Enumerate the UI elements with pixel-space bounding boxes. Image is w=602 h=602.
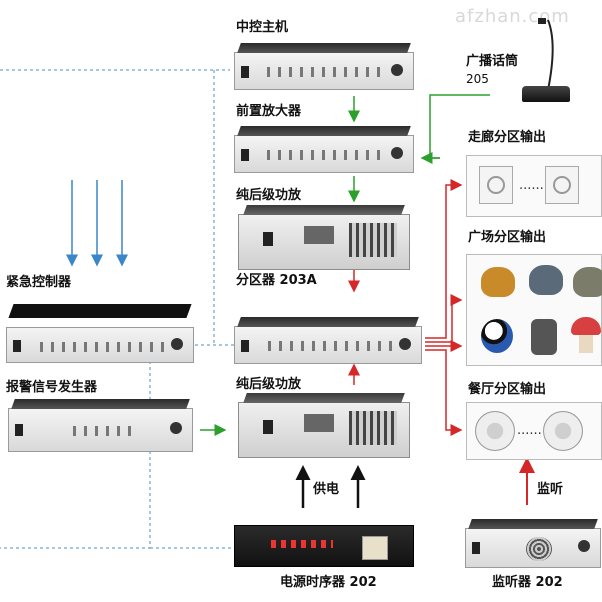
alarm-generator-label: 报警信号发生器 (6, 380, 98, 395)
dots: ...... (517, 423, 542, 438)
preamplifier-label: 前置放大器 (236, 104, 302, 119)
lantern-speaker-icon (531, 319, 557, 355)
mushroom-speaker-icon (571, 317, 601, 335)
microphone-base-icon (522, 86, 570, 102)
rock-speaker-icon (481, 267, 515, 297)
broadcast-mic-label: 广播话筒 (466, 54, 519, 69)
emergency-controller-label: 紧急控制器 (6, 275, 72, 290)
panda-speaker-icon (481, 319, 513, 353)
mushroom-stem-icon (579, 335, 593, 353)
zoner-label: 分区器 203A (236, 273, 317, 288)
rock-speaker-icon (529, 265, 563, 295)
power-amp-top-device (238, 205, 410, 270)
emergency-controller-device (6, 304, 194, 363)
rock-speaker-icon (573, 267, 602, 297)
green-arrow-mic (429, 94, 490, 159)
microphone-icon (547, 19, 554, 91)
power-amp-top-label: 纯后级功放 (236, 188, 302, 203)
monitor-device (465, 519, 601, 568)
square-zone-panel (466, 254, 602, 366)
broadcast-mic-model: 205 (466, 72, 489, 86)
preamplifier-device (234, 126, 414, 173)
corridor-zone-label: 走廊分区输出 (468, 130, 547, 145)
alarm-generator-device (8, 399, 193, 452)
restaurant-zone-panel: ...... (466, 402, 602, 460)
ceiling-speaker-icon (475, 411, 515, 451)
power-amp-bottom-label: 纯后级功放 (236, 377, 302, 392)
red-line-square (425, 294, 463, 343)
dots: ...... (519, 178, 544, 193)
corridor-zone-panel: ...... (466, 155, 602, 217)
box-speaker-icon (479, 166, 513, 204)
monitor-device-label: 监听器 202 (492, 575, 563, 590)
power-sequencer-label: 电源时序器 202 (280, 575, 377, 590)
central-host-device (234, 43, 414, 90)
box-speaker-icon (545, 166, 579, 204)
red-line-restaurant (425, 349, 463, 436)
square-zone-label: 广场分区输出 (468, 230, 547, 245)
central-host-label: 中控主机 (236, 20, 289, 35)
zoner-device (234, 317, 422, 364)
ceiling-speaker-icon (543, 411, 583, 451)
red-line-corridor (425, 179, 463, 339)
power-sequencer-device (234, 525, 414, 567)
monitor-label: 监听 (537, 482, 564, 497)
power-supply-label: 供电 (313, 482, 340, 497)
restaurant-zone-label: 餐厅分区输出 (468, 382, 547, 397)
power-amp-bottom-device (238, 393, 410, 458)
